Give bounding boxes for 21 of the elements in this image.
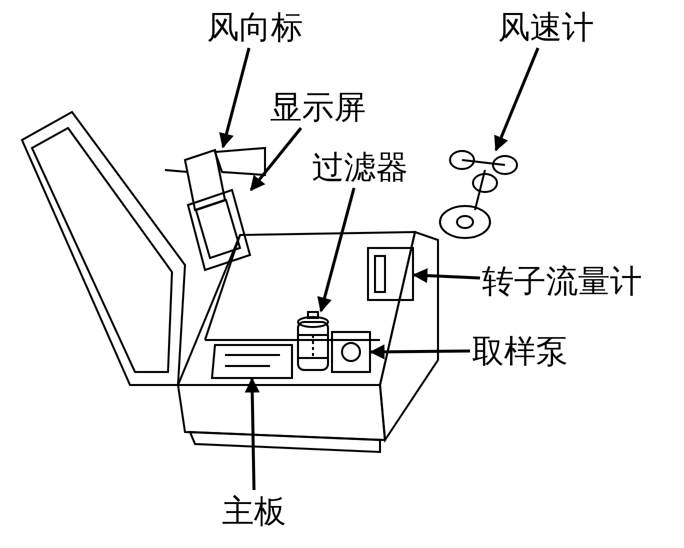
part-label: 风速计 xyxy=(498,8,594,46)
wind-vane-drawing xyxy=(164,146,266,212)
circuit-board-drawing xyxy=(210,344,293,379)
leader-line xyxy=(412,268,480,284)
flowmeter-drawing xyxy=(367,247,414,301)
filter-drawing xyxy=(297,311,329,371)
anemometer-drawing xyxy=(439,150,518,239)
leader-line xyxy=(244,378,260,490)
leader-line xyxy=(494,47,540,152)
leader-line xyxy=(370,344,470,360)
leader-line xyxy=(250,127,302,192)
part-label: 主板 xyxy=(222,492,286,530)
part-label: 过滤器 xyxy=(312,148,408,186)
leader-line xyxy=(317,188,356,312)
pump-drawing xyxy=(331,331,371,373)
part-label: 转子流量计 xyxy=(482,262,642,300)
display-screen-drawing xyxy=(186,188,252,272)
part-label: 显示屏 xyxy=(270,88,366,126)
part-label: 取样泵 xyxy=(472,332,568,370)
part-label: 风向标 xyxy=(207,8,303,46)
leader-line xyxy=(219,48,250,148)
